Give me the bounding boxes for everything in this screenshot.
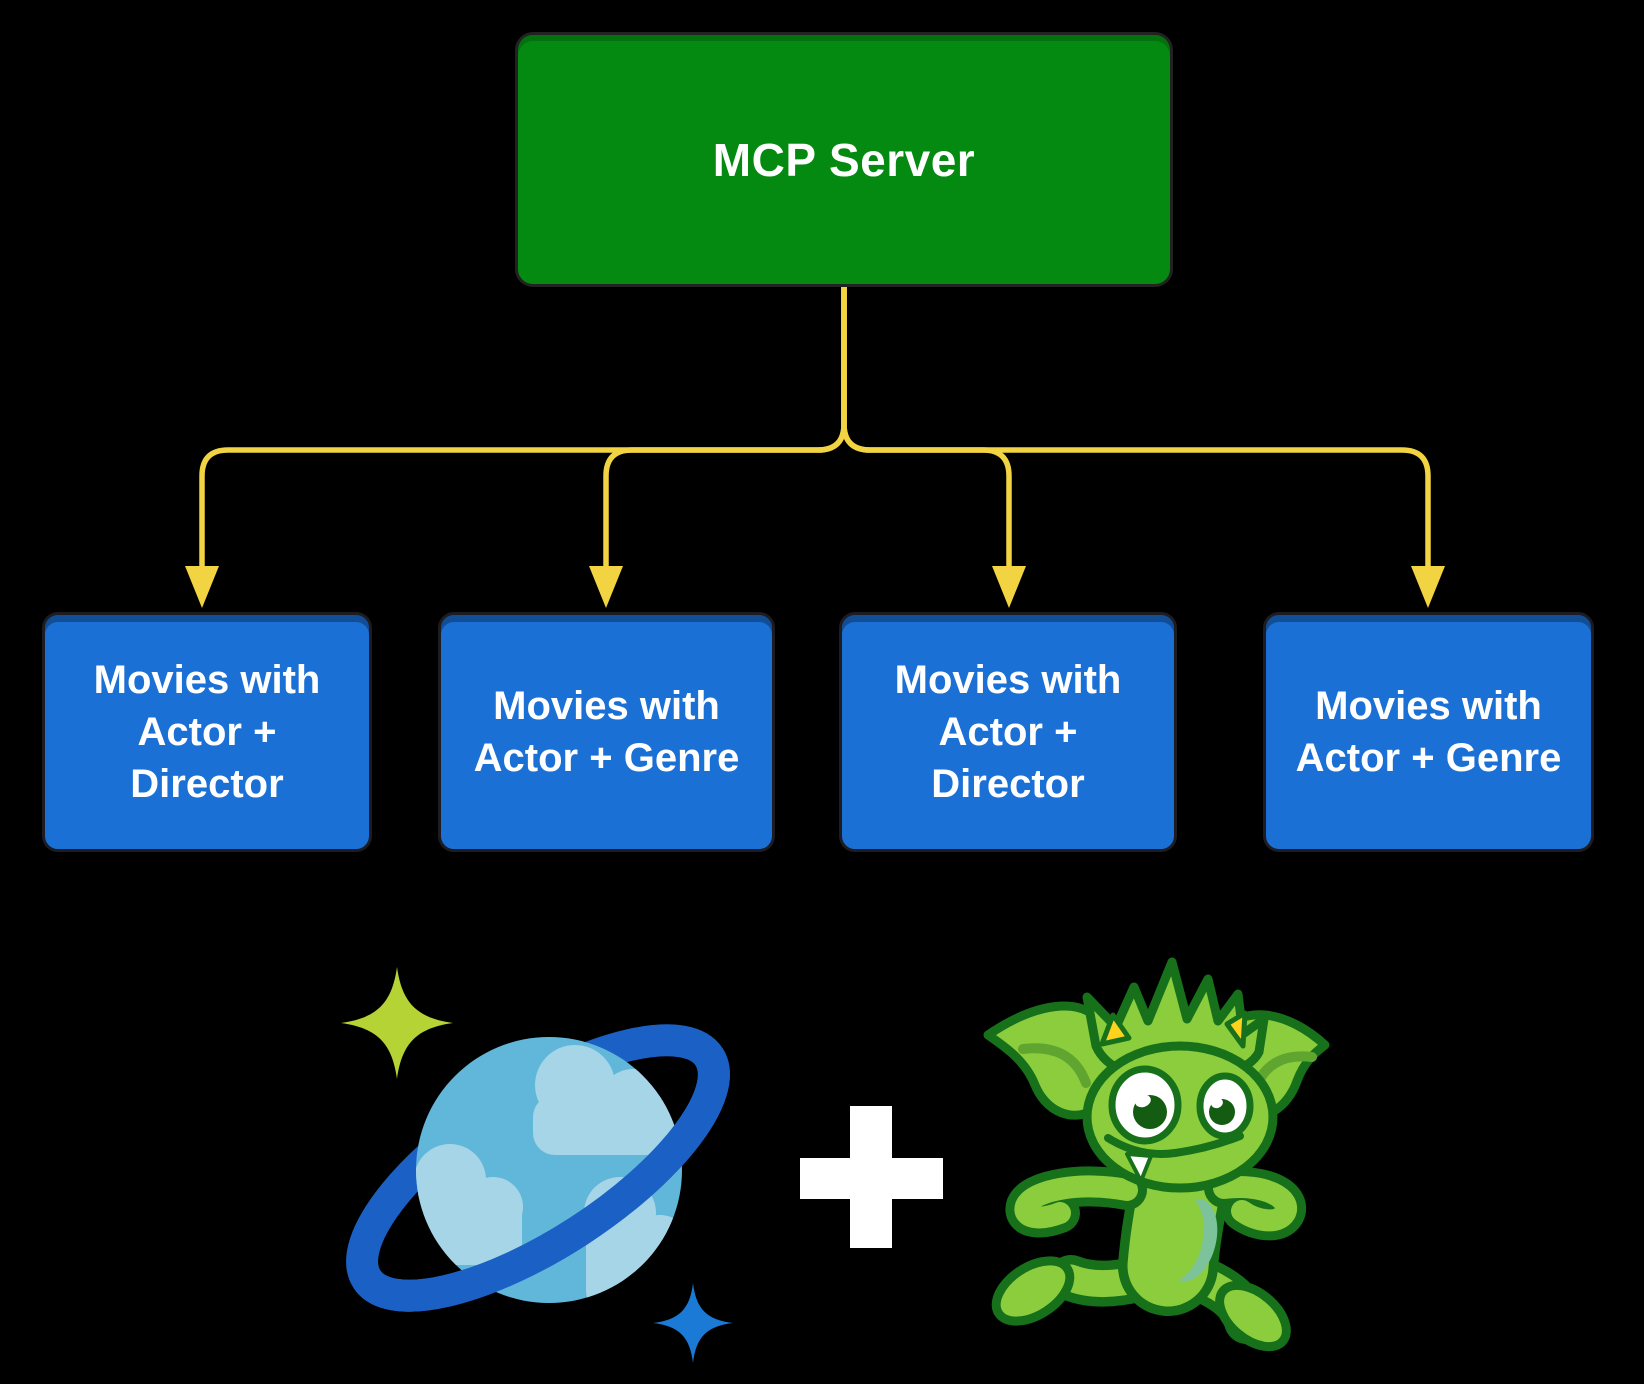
plus-icon: +	[800, 1106, 943, 1248]
azure-cosmos-db-logo-icon	[341, 967, 733, 1363]
node-label-line: Movies with	[894, 658, 1122, 702]
sparkle-blue-icon	[653, 1283, 733, 1363]
mcp-server-node: MCP Server	[515, 32, 1173, 287]
node-label-line: Director	[130, 762, 284, 806]
sparkle-green-icon	[341, 967, 453, 1079]
connector-line	[199, 287, 847, 572]
connector-line	[841, 287, 1012, 572]
node-label-line: Movies with	[1315, 684, 1542, 728]
gremlin-mascot-icon	[983, 957, 1330, 1352]
node-label-line: Actor +	[938, 710, 1078, 754]
node-label-line: Movies with	[493, 684, 720, 728]
node-label-line: Actor + Genre	[1295, 736, 1562, 780]
node-label-line: Director	[931, 762, 1085, 806]
movies-actor-director-node-2: Movies with Actor + Director	[839, 612, 1177, 852]
node-label-line: Actor +	[137, 710, 277, 754]
arrowhead-icon	[1411, 566, 1445, 608]
movies-actor-genre-node-2: Movies with Actor + Genre	[1263, 612, 1594, 852]
arrowhead-icon	[589, 566, 623, 608]
arrowhead-icon	[992, 566, 1026, 608]
movies-actor-director-node-1: Movies with Actor + Director	[42, 612, 372, 852]
node-label-line: Actor + Genre	[473, 736, 740, 780]
connector-line	[841, 287, 1431, 572]
connector-line	[603, 287, 847, 572]
mcp-server-label: MCP Server	[712, 133, 976, 186]
node-label-line: Movies with	[93, 658, 321, 702]
arrowhead-icon	[185, 566, 219, 608]
movies-actor-genre-node-1: Movies with Actor + Genre	[438, 612, 775, 852]
